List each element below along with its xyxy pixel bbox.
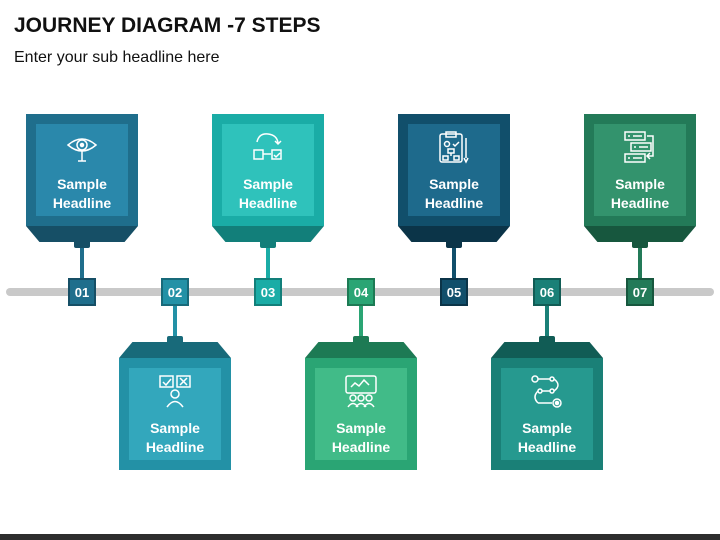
- step-headline-line2: Headline: [610, 195, 670, 211]
- step-card-bevel: [584, 226, 696, 242]
- step-headline-line2: Headline: [517, 439, 577, 455]
- step-connector: [638, 242, 642, 278]
- decision-person-icon: [158, 374, 192, 408]
- step-number-badge: 06: [533, 278, 561, 306]
- step-number-badge: 04: [347, 278, 375, 306]
- step-number-badge: 02: [161, 278, 189, 306]
- step-connector-cap: [353, 336, 369, 344]
- step-headline-line1: Sample: [522, 420, 572, 436]
- step-connector-cap: [74, 240, 90, 248]
- step-headline-line1: Sample: [150, 420, 200, 436]
- step-number-badge: 07: [626, 278, 654, 306]
- step-connector: [266, 242, 270, 278]
- step-number-badge: 03: [254, 278, 282, 306]
- step-connector: [80, 242, 84, 278]
- step-connector: [545, 306, 549, 342]
- step-headline-line1: Sample: [615, 176, 665, 192]
- step-number-badge: 01: [68, 278, 96, 306]
- step-card-bevel: [119, 342, 231, 358]
- step-headline-line1: Sample: [57, 176, 107, 192]
- step-headline-line2: Headline: [331, 439, 391, 455]
- step-connector-cap: [632, 240, 648, 248]
- checklist-flow-icon: [623, 130, 657, 164]
- step-number-badge: 05: [440, 278, 468, 306]
- step-card-bevel: [491, 342, 603, 358]
- step-connector: [452, 242, 456, 278]
- step-connector: [359, 306, 363, 342]
- step-connector-cap: [446, 240, 462, 248]
- step-headline-line2: Headline: [52, 195, 112, 211]
- step-connector: [173, 306, 177, 342]
- step-card-bevel: [26, 226, 138, 242]
- step-card-bevel: [212, 226, 324, 242]
- page-subtitle: Enter your sub headline here: [14, 49, 220, 66]
- step-connector-cap: [539, 336, 555, 344]
- flow-arrows-icon: [251, 130, 285, 164]
- bottom-strip: [0, 534, 720, 540]
- step-connector-cap: [260, 240, 276, 248]
- page-title: JOURNEY DIAGRAM -7 STEPS: [14, 14, 321, 37]
- step-card-bevel: [305, 342, 417, 358]
- eye-target-icon: [65, 130, 99, 164]
- path-nodes-icon: [530, 374, 564, 408]
- step-headline-line1: Sample: [243, 176, 293, 192]
- step-headline-line1: Sample: [429, 176, 479, 192]
- team-screen-icon: [344, 374, 378, 408]
- step-card-bevel: [398, 226, 510, 242]
- step-connector-cap: [167, 336, 183, 344]
- step-headline-line2: Headline: [238, 195, 298, 211]
- clipboard-plan-icon: [437, 130, 471, 164]
- step-headline-line2: Headline: [424, 195, 484, 211]
- step-headline-line2: Headline: [145, 439, 205, 455]
- step-headline-line1: Sample: [336, 420, 386, 436]
